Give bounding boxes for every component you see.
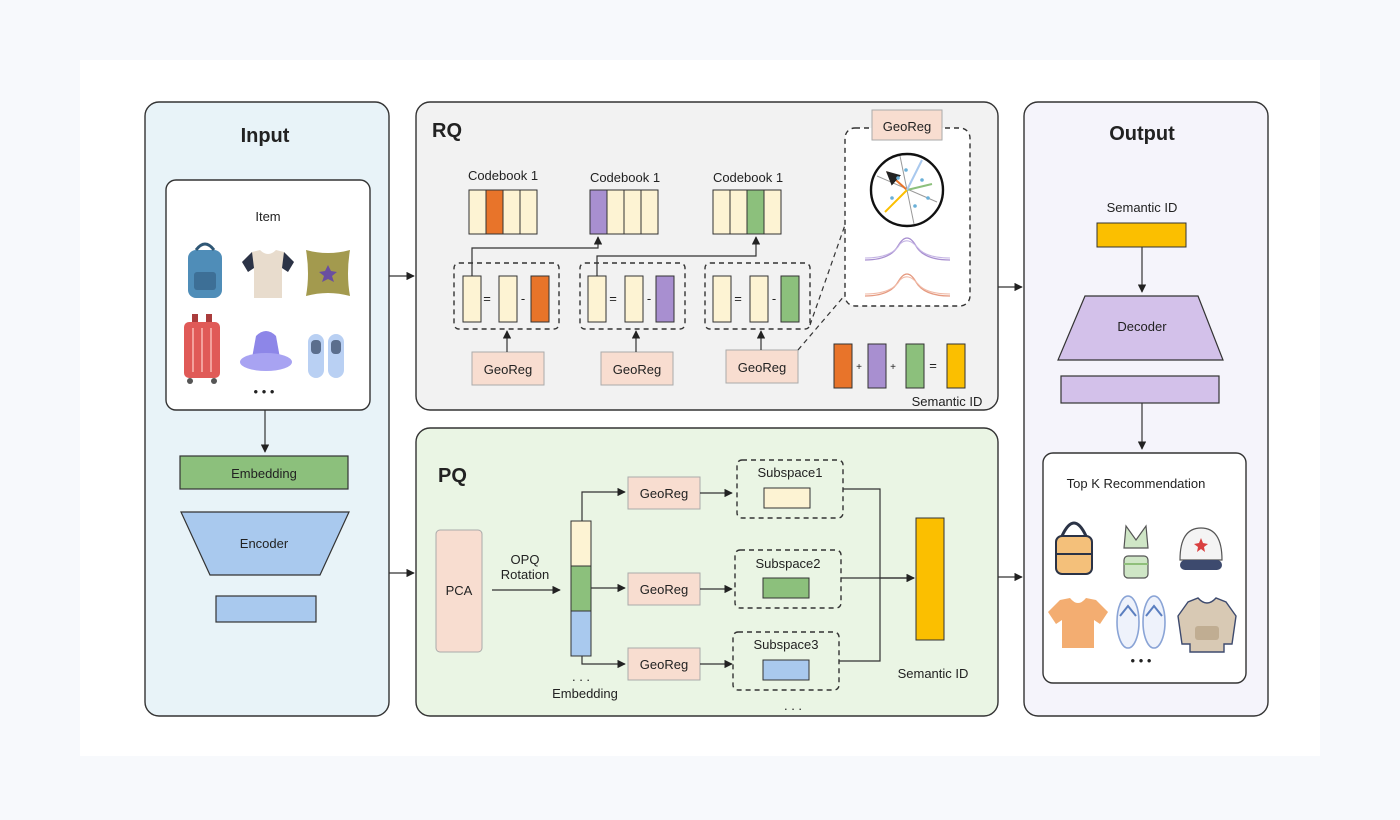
pca-block [435, 529, 483, 653]
rotation-circle [869, 152, 945, 228]
encoder-label: Encoder [240, 536, 289, 551]
codebook-3 [712, 189, 782, 235]
handbag-icon [1055, 521, 1093, 575]
rq-semantic-id-label: Semantic ID [912, 394, 983, 409]
decoder-output-bar [1060, 375, 1220, 404]
topk-label: Top K Recommendation [1067, 476, 1206, 491]
output-title: Output [1109, 123, 1175, 145]
sweater-icon [1177, 597, 1237, 653]
svg-text:GeoReg: GeoReg [883, 119, 931, 134]
pca-label: PCA [446, 583, 473, 598]
bucket-hat-icon [240, 331, 292, 371]
rq-semantic-id-sum: + + = [833, 343, 966, 389]
svg-text:GeoReg: GeoReg [640, 657, 688, 672]
flip-flops-icon [1116, 595, 1166, 649]
decoder-block [1057, 295, 1224, 361]
residual-block-3: = - [704, 262, 811, 330]
residual-block-1: = - [453, 262, 560, 330]
codebook-1-label: Codebook 1 [468, 168, 538, 183]
svg-text:GeoReg: GeoReg [484, 362, 532, 377]
pq-embedding-stack [570, 520, 592, 657]
pq-georeg-3: GeoReg [627, 647, 701, 681]
pq-georeg-2: GeoReg [627, 572, 701, 606]
subspace-1: Subspace1 [736, 459, 844, 519]
svg-text:=: = [609, 291, 617, 306]
cap-icon [1179, 527, 1223, 570]
embedding-label: Embedding [231, 466, 297, 481]
svg-text:Subspace2: Subspace2 [755, 556, 820, 571]
input-title: Input [241, 125, 290, 147]
svg-text:-: - [521, 291, 525, 306]
pq-title: PQ [438, 465, 467, 487]
pq-embedding-dots: . . . [572, 669, 590, 684]
distribution-curves-purple [864, 237, 951, 261]
codebook-3-label: Codebook 1 [713, 170, 783, 185]
svg-text:=: = [929, 358, 937, 373]
backpack-icon [188, 242, 222, 298]
diagram-card: Input Item • • • Embedding [80, 60, 1320, 756]
tshirt-icon [242, 250, 294, 298]
svg-text:GeoReg: GeoReg [738, 360, 786, 375]
svg-text:Subspace3: Subspace3 [753, 637, 818, 652]
topk-ellipsis: • • • [1131, 653, 1152, 668]
distribution-curves-orange [864, 273, 951, 297]
pq-embedding-label: Embedding [552, 686, 618, 701]
rq-georeg-1: GeoReg [471, 351, 545, 386]
embedding-bar [179, 455, 349, 490]
pq-semantic-id-bar [915, 517, 945, 641]
svg-text:+: + [890, 362, 896, 373]
opq-rotation-line2: Rotation [501, 567, 549, 582]
item-label: Item [255, 209, 280, 224]
codebook-1 [468, 189, 538, 235]
svg-text:Subspace1: Subspace1 [757, 465, 822, 480]
rq-georeg-3: GeoReg [725, 349, 799, 384]
subspace-2: Subspace2 [734, 549, 842, 609]
pq-semantic-id-label: Semantic ID [898, 666, 969, 681]
item-ellipsis: • • • [254, 384, 275, 399]
svg-text:GeoReg: GeoReg [640, 582, 688, 597]
codebook-2-label: Codebook 1 [590, 170, 660, 185]
output-semantic-id-label: Semantic ID [1107, 200, 1178, 215]
svg-text:-: - [772, 291, 776, 306]
sneakers-icon [308, 334, 344, 378]
rq-georeg-2: GeoReg [600, 351, 674, 386]
codebook-2 [589, 189, 659, 235]
svg-text:GeoReg: GeoReg [613, 362, 661, 377]
pq-panel [415, 427, 999, 717]
residual-block-2: = - [579, 262, 686, 330]
pillow-icon [306, 250, 350, 296]
subspace-dots: . . . [784, 698, 802, 713]
rq-title: RQ [432, 120, 462, 142]
svg-text:-: - [647, 291, 651, 306]
encoder-block [180, 511, 350, 576]
pq-georeg-1: GeoReg [627, 476, 701, 510]
swimsuit-icon [1123, 524, 1149, 579]
opq-rotation-line1: OPQ [511, 552, 540, 567]
encoder-output-bar [215, 595, 317, 623]
svg-text:=: = [483, 291, 491, 306]
output-semantic-id-bar [1096, 222, 1187, 248]
svg-text:GeoReg: GeoReg [640, 486, 688, 501]
svg-text:+: + [856, 362, 862, 373]
svg-text:=: = [734, 291, 742, 306]
georeg-detail-label: GeoReg [871, 109, 943, 141]
architecture-diagram: Input Item • • • Embedding [144, 101, 1269, 717]
suitcase-icon [184, 314, 220, 384]
tshirt-icon [1048, 598, 1108, 648]
decoder-label: Decoder [1117, 319, 1167, 334]
